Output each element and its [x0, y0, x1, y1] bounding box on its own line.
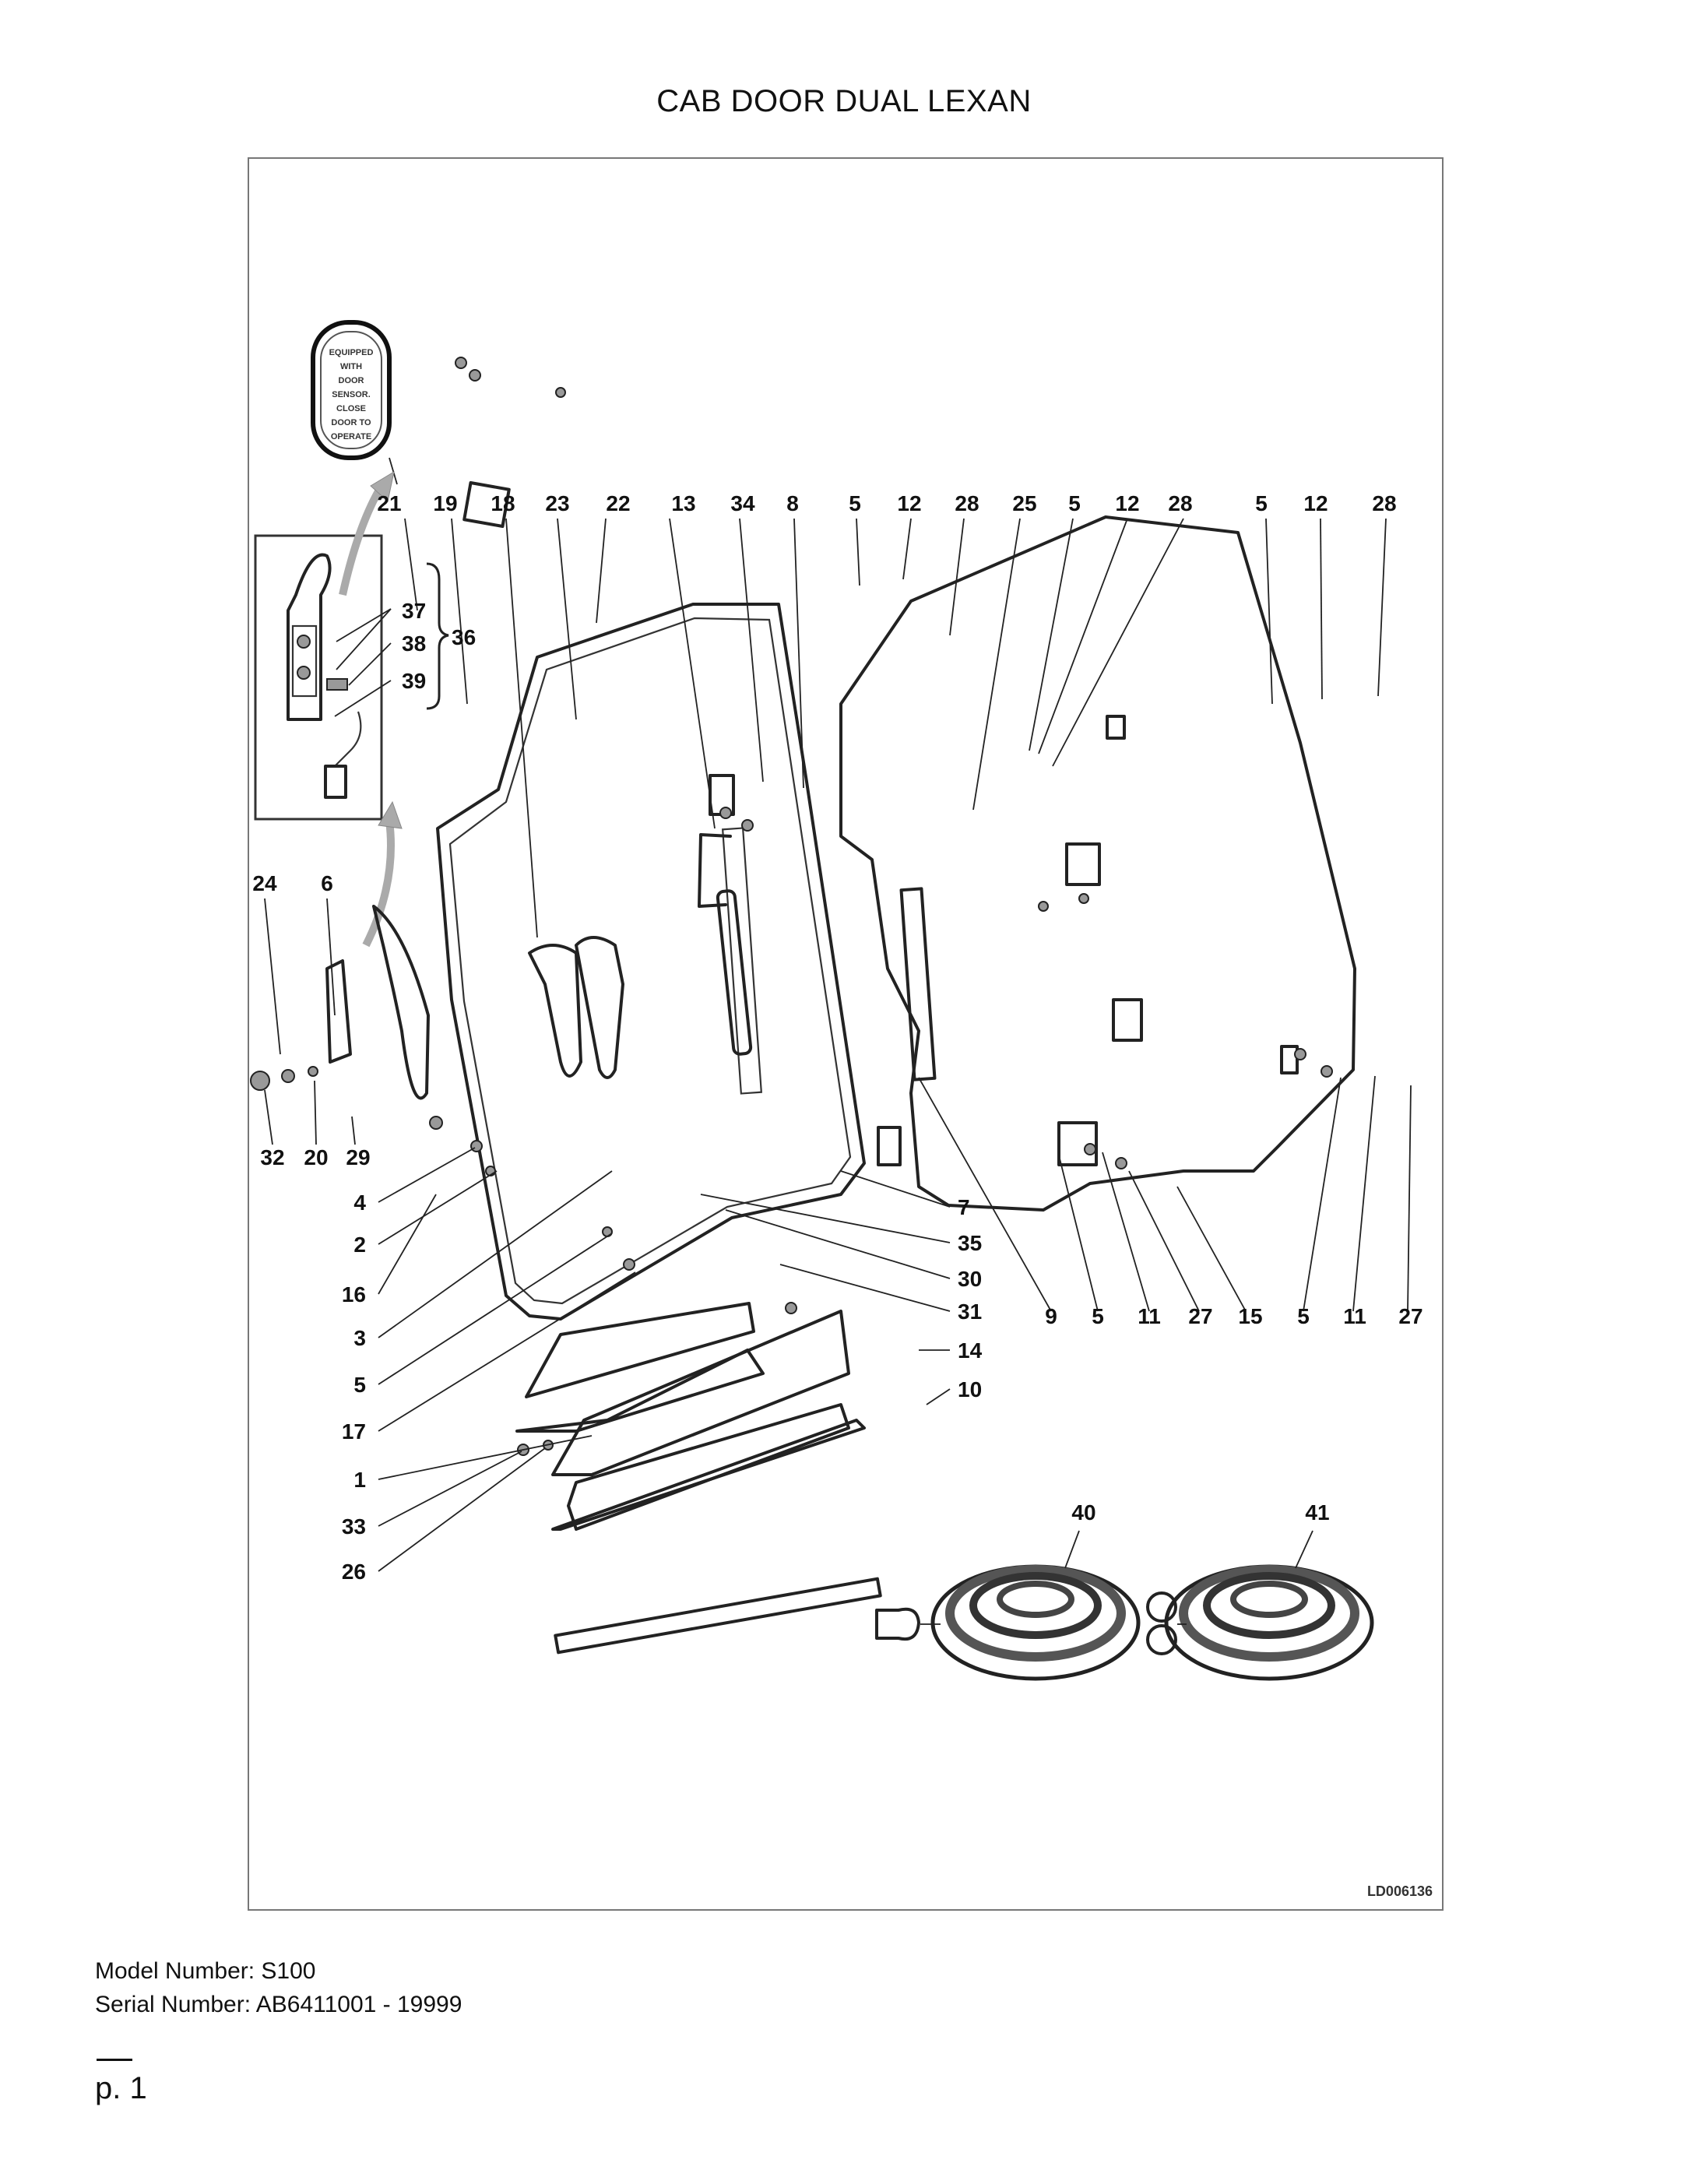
- callout-label: 38: [402, 631, 426, 656]
- callout-label: 14: [958, 1338, 983, 1363]
- callout-label: 11: [1138, 1304, 1161, 1328]
- callout-label: 15: [1238, 1304, 1262, 1328]
- callout-label: 5: [849, 491, 861, 515]
- callout-label: 22: [606, 491, 630, 515]
- callout-label: 20: [304, 1145, 328, 1169]
- door-glass-icon: [839, 515, 1356, 1212]
- callout-label: 18: [491, 491, 515, 515]
- callout-label: 13: [671, 491, 695, 515]
- decal-line: DOOR TO: [331, 418, 371, 427]
- callout-label: 28: [1372, 491, 1396, 515]
- curved-arrow-icon: [362, 800, 403, 948]
- callout-label: 34: [730, 491, 755, 515]
- callout-label: 35: [958, 1231, 982, 1255]
- callout-label: 11: [1343, 1304, 1366, 1328]
- callout-label: 10: [958, 1377, 982, 1401]
- page-title: CAB DOOR DUAL LEXAN: [656, 84, 1032, 118]
- callout-label: 32: [260, 1145, 284, 1169]
- callout-label: 7: [958, 1195, 970, 1219]
- callout-label: 2: [353, 1233, 366, 1257]
- callout-label: 3: [353, 1326, 366, 1350]
- callout-label: 41: [1305, 1500, 1329, 1525]
- callout-label: 5: [1092, 1304, 1104, 1328]
- decal-line: DOOR: [339, 376, 364, 385]
- callout-label: 25: [1012, 491, 1036, 515]
- serial-number: Serial Number: AB6411001 - 19999: [95, 1992, 462, 2017]
- parts-diagram: EQUIPPED WITH DOOR SENSOR. CLOSE DOOR TO…: [248, 157, 1444, 1911]
- callout-label: 5: [1297, 1304, 1310, 1328]
- callout-label: 12: [897, 491, 921, 515]
- callout-label: 30: [958, 1267, 982, 1291]
- callout-label: 12: [1115, 491, 1139, 515]
- latch-detail-box: [254, 534, 383, 821]
- decal-line: WITH: [340, 362, 362, 371]
- callout-label: 31: [958, 1299, 982, 1324]
- model-number: Model Number: S100: [95, 1958, 316, 1984]
- latch-assembly-icon: [287, 553, 362, 799]
- callout-label: 40: [1071, 1500, 1095, 1525]
- callout-label: 39: [402, 669, 426, 693]
- callout-label: 17: [342, 1419, 366, 1444]
- callout-label: 33: [342, 1514, 366, 1539]
- callout-label: 28: [1168, 491, 1192, 515]
- callout-label: 23: [545, 491, 569, 515]
- callout-label: 21: [377, 491, 401, 515]
- callout-label: 26: [342, 1560, 366, 1584]
- callout-label: 28: [955, 491, 979, 515]
- callout-label: 16: [342, 1282, 366, 1307]
- callout-label: 9: [1045, 1304, 1057, 1328]
- decal-line: OPERATE: [331, 432, 371, 441]
- callout-label: 1: [353, 1468, 366, 1492]
- curved-arrow-icon: [339, 470, 395, 596]
- page-number: p. 1: [95, 2071, 147, 2105]
- decal-line: SENSOR.: [332, 390, 371, 399]
- callout-label: 6: [321, 871, 333, 895]
- callout-label: 8: [786, 491, 799, 515]
- callout-label: 29: [346, 1145, 370, 1169]
- callout-label: 19: [433, 491, 457, 515]
- callout-label: 27: [1188, 1304, 1212, 1328]
- callout-label: 37: [402, 599, 426, 623]
- callout-label: 36: [452, 625, 476, 649]
- decal-line: EQUIPPED: [329, 348, 374, 357]
- page-rule: [97, 2059, 132, 2061]
- seal-coil-icon: [1146, 1564, 1374, 1681]
- exploded-view-drawing: EQUIPPED WITH DOOR SENSOR. CLOSE DOOR TO…: [250, 320, 1423, 1681]
- drawing-code: LD006136: [1366, 1883, 1433, 1899]
- callout-label: 27: [1398, 1304, 1422, 1328]
- callout-label: 5: [1068, 491, 1081, 515]
- callout-label: 5: [353, 1373, 366, 1397]
- callout-label: 4: [353, 1190, 366, 1215]
- callout-label: 12: [1303, 491, 1328, 515]
- callout-label: 5: [1255, 491, 1268, 515]
- decal-line: CLOSE: [336, 404, 366, 413]
- callout-label: 24: [252, 871, 277, 895]
- door-sensor-decal-icon: EQUIPPED WITH DOOR SENSOR. CLOSE DOOR TO…: [311, 320, 392, 460]
- seal-coil-icon: [875, 1564, 1141, 1681]
